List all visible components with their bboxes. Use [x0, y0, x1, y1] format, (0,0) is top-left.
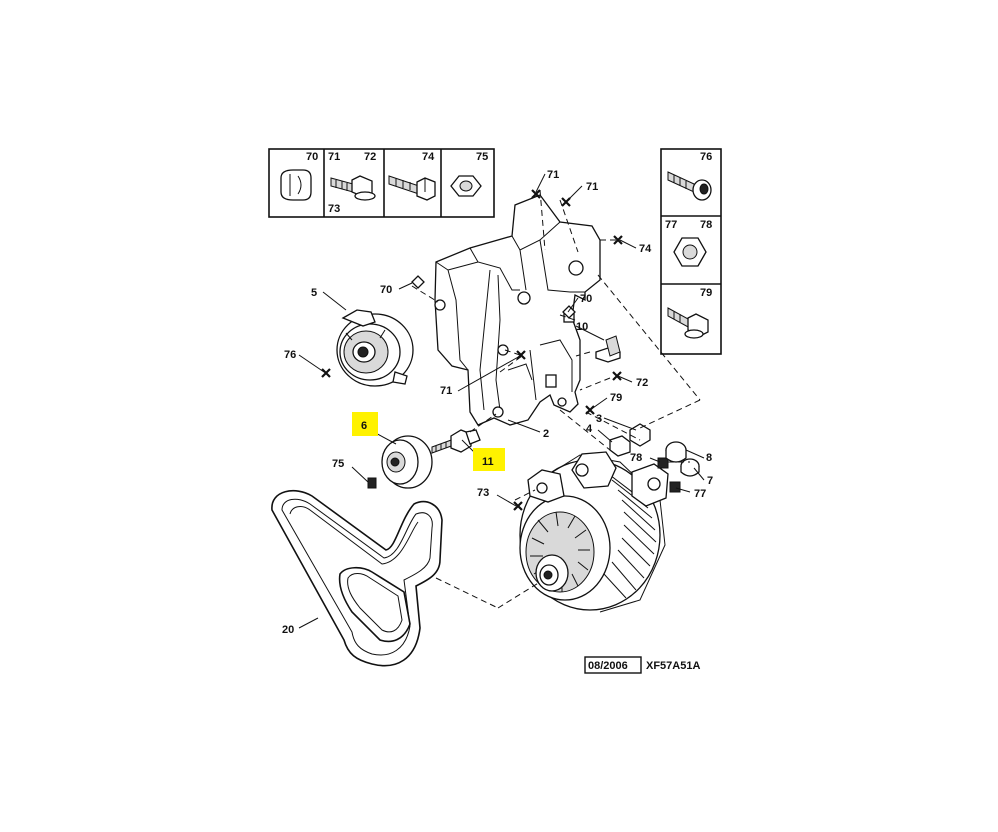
- callout-78: 78: [630, 452, 642, 464]
- assembly-guide-lines: [411, 189, 701, 609]
- washer-nut-icon: [450, 175, 482, 197]
- callout-2: 2: [543, 428, 549, 440]
- reference-code: XF57A51A: [646, 660, 700, 672]
- date-stamp: 08/2006: [588, 660, 628, 672]
- diagram-footer: 08/2006 XF57A51A: [584, 656, 700, 674]
- hex-nut-icon: [673, 237, 707, 267]
- callout-70: 70: [580, 293, 592, 305]
- callout-71: 71: [440, 385, 452, 397]
- spacer-sleeve-3: [629, 423, 651, 447]
- callout-10: 10: [576, 321, 588, 333]
- alternator-bracket: [411, 194, 601, 426]
- highlight-box-6: [352, 412, 378, 436]
- alternator: [519, 451, 681, 613]
- terminal-cap-8: [665, 441, 687, 463]
- clip-icon: [280, 169, 312, 201]
- callout-11: 11: [482, 456, 494, 468]
- callout-7: 7: [707, 475, 713, 487]
- hex-bolt-icon: [388, 175, 436, 201]
- idler-bolt: [431, 429, 481, 454]
- callout-labels: 70 71 72 73 74 75 76 77 78 79 71 71 74 7…: [282, 151, 713, 636]
- spacer-sleeve-4: [609, 435, 631, 457]
- callout-77-inset: 77: [665, 219, 677, 231]
- callout-73: 73: [477, 487, 489, 499]
- idler-pulley: [367, 435, 433, 489]
- callout-20: 20: [282, 624, 294, 636]
- callout-74-inset: 74: [422, 151, 435, 163]
- callout-76-inset: 76: [700, 151, 712, 163]
- callout-78-inset: 78: [700, 219, 712, 231]
- callout-79: 79: [610, 392, 622, 404]
- fastener-inset-left: [268, 148, 495, 218]
- callout-71: 71: [586, 181, 598, 193]
- callout-71-inset: 71: [328, 151, 340, 163]
- fastener-inset-right: [660, 148, 722, 355]
- callout-6: 6: [361, 420, 367, 432]
- socket-screw-icon: [667, 171, 712, 201]
- tensioner-pulley: [336, 309, 414, 387]
- callout-73-inset: 73: [328, 203, 340, 215]
- callout-3: 3: [596, 413, 602, 425]
- callout-70-inset: 70: [306, 151, 318, 163]
- callout-74: 74: [639, 243, 652, 255]
- callout-72: 72: [636, 377, 648, 389]
- poly-v-belt: [271, 489, 443, 667]
- callout-4: 4: [586, 423, 593, 435]
- callout-77: 77: [694, 488, 706, 500]
- stud-bolt: [595, 335, 621, 363]
- flange-bolt-icon: [330, 175, 376, 201]
- callout-79-inset: 79: [700, 287, 712, 299]
- callout-75: 75: [332, 458, 344, 470]
- callout-72-inset: 72: [364, 151, 376, 163]
- callout-8: 8: [706, 452, 712, 464]
- callout-5: 5: [311, 287, 317, 299]
- flange-screw-icon: [667, 307, 709, 339]
- callout-70: 70: [380, 284, 392, 296]
- callout-71: 71: [547, 169, 559, 181]
- highlight-box-11: [473, 448, 505, 471]
- callout-76: 76: [284, 349, 296, 361]
- callout-75-inset: 75: [476, 151, 488, 163]
